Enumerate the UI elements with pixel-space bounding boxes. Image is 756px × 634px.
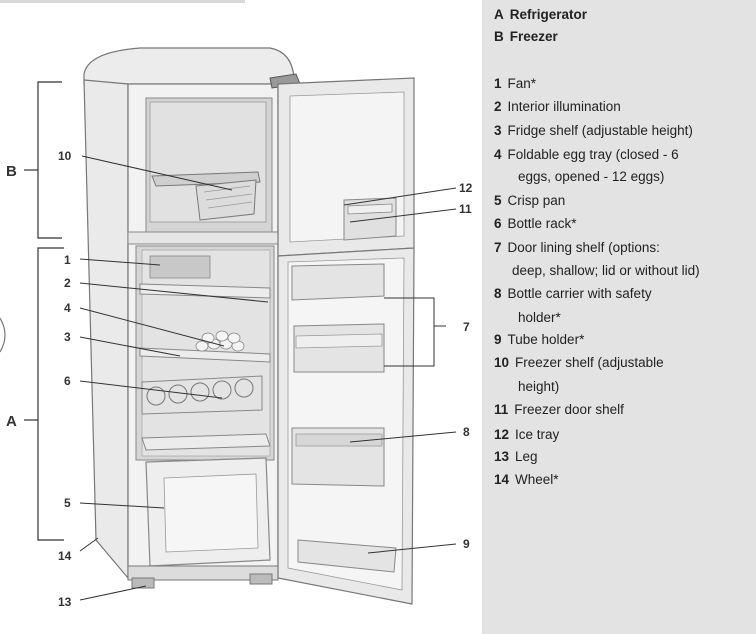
- leader-9: [367, 543, 457, 554]
- bracket-b: [37, 81, 62, 239]
- leader-14: [79, 537, 99, 552]
- leader-2: [79, 282, 269, 303]
- legend-label: Freezer: [509, 29, 558, 44]
- leader-4: [79, 307, 225, 347]
- callout-14: 14: [58, 549, 72, 563]
- group-a-label: A: [6, 413, 17, 430]
- callout-13: 13: [58, 595, 72, 609]
- fridge-body: [83, 47, 295, 589]
- callout-12: 12: [459, 181, 473, 195]
- top-bar: [0, 0, 245, 3]
- leader-12: [343, 187, 457, 206]
- callout-9: 9: [463, 537, 470, 551]
- fridge-diagram: B A 10 1 2 4 3 6 5 14 13 12 11 7 8 9: [0, 0, 473, 609]
- callout-6: 6: [64, 374, 71, 388]
- legend-item-10-cont: height): [518, 379, 560, 394]
- legend-label: Refrigerator: [509, 7, 588, 22]
- leader-6: [79, 380, 223, 399]
- leader-10: [81, 155, 233, 191]
- leader-1: [79, 258, 161, 266]
- fridge-doors: [269, 73, 415, 605]
- legend-item-7-cont: deep, shallow; lid or without lid): [512, 263, 700, 278]
- bracket-7: [384, 297, 435, 367]
- fridge-illustration: B A 10 1 2 4 3 6 5 14 13 12 11 7 8 9: [0, 0, 473, 609]
- legend-group-b: B Freezer: [494, 29, 558, 45]
- callout-1: 1: [64, 253, 71, 267]
- leader-11: [349, 208, 457, 223]
- leader-13: [79, 585, 147, 601]
- leader-lines: [79, 155, 457, 601]
- callout-3: 3: [64, 330, 71, 344]
- callout-4: 4: [64, 301, 71, 315]
- group-b-label: B: [6, 163, 17, 180]
- bracket-a: [37, 247, 64, 541]
- leader-3: [79, 336, 181, 357]
- legend-key: B: [494, 29, 504, 44]
- callout-8: 8: [463, 425, 470, 439]
- edge-arc: [0, 317, 6, 353]
- callout-7: 7: [463, 320, 470, 334]
- group-brackets: [24, 81, 64, 541]
- callout-5: 5: [64, 496, 71, 510]
- legend-group-a: A Refrigerator: [494, 7, 587, 23]
- legend-item-4-cont: eggs, opened - 12 eggs): [518, 169, 665, 184]
- legend-item-8-cont: holder*: [518, 310, 561, 325]
- callout-2: 2: [64, 276, 71, 290]
- leader-8: [349, 431, 457, 443]
- callout-10: 10: [58, 149, 72, 163]
- callout-11: 11: [459, 202, 472, 216]
- leader-5: [79, 502, 165, 509]
- legend-key: A: [494, 7, 504, 22]
